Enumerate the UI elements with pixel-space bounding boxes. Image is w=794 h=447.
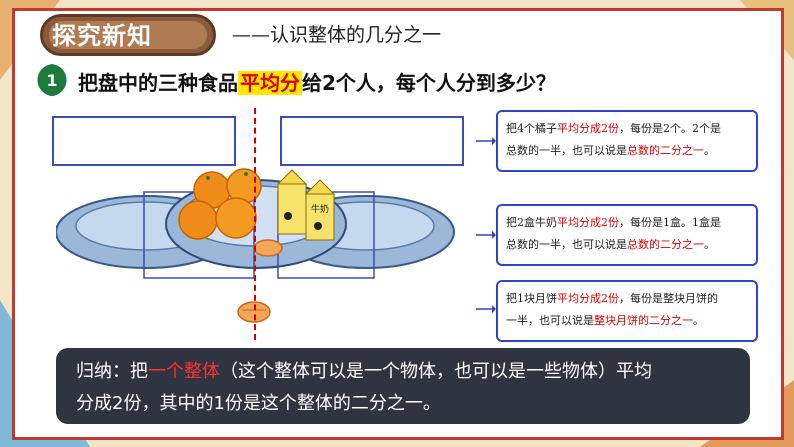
summary-prefix: 归纳：把: [76, 361, 148, 382]
oranges: [178, 168, 262, 240]
summary-line1: （这个整体可以是一个物体，也可以是一些物体）平均: [220, 361, 652, 382]
leaf-badge-icon: 1: [37, 64, 67, 96]
question-text: 把盘中的三种食品平均分给2个人，每个人分到多少？: [78, 68, 556, 98]
summary-box: 归纳：把一个整体（这个整体可以是一个物体，也可以是一些物体）平均 分成2份，其中…: [56, 348, 750, 424]
divider-dashed-line: [254, 108, 256, 340]
note-milk: 把2盒牛奶平均分成2份，每份是1盒。1盒是 总数的一半，也可以说是总数的二分之一…: [496, 204, 758, 266]
arrow-right-icon: [476, 231, 496, 239]
arrow-right-icon: [476, 137, 496, 145]
arrow-right-icon: [476, 305, 496, 313]
milk-label: 牛奶: [311, 203, 329, 215]
question-before: 把盘中的三种食品: [78, 71, 238, 95]
title-tab: [40, 14, 216, 56]
page-title: 探究新知: [52, 22, 152, 50]
answer-box-right[interactable]: [280, 116, 464, 166]
question-after: 给2个人，每个人分到多少？: [302, 71, 556, 95]
question-number: 1: [46, 71, 57, 90]
summary-highlight: 一个整体: [148, 361, 220, 382]
mooncake-on-plate: [253, 239, 283, 257]
question-highlight: 平均分: [238, 71, 302, 95]
summary-line2: 分成2份，其中的1份是这个整体的二分之一。: [76, 393, 441, 414]
page-subtitle: ——认识整体的几分之一: [232, 24, 442, 46]
note-oranges: 把4个橘子平均分成2份，每份是2个。2个是 总数的一半，也可以说是总数的二分之一…: [496, 110, 758, 172]
food-illustration: 牛奶: [56, 168, 455, 323]
milk-cartons: 牛奶: [276, 169, 336, 241]
note-mooncake: 把1块月饼平均分成2份，每份是整块月饼的 一半，也可以说是整块月饼的二分之一。: [496, 280, 758, 342]
answer-box-left[interactable]: [52, 116, 236, 166]
